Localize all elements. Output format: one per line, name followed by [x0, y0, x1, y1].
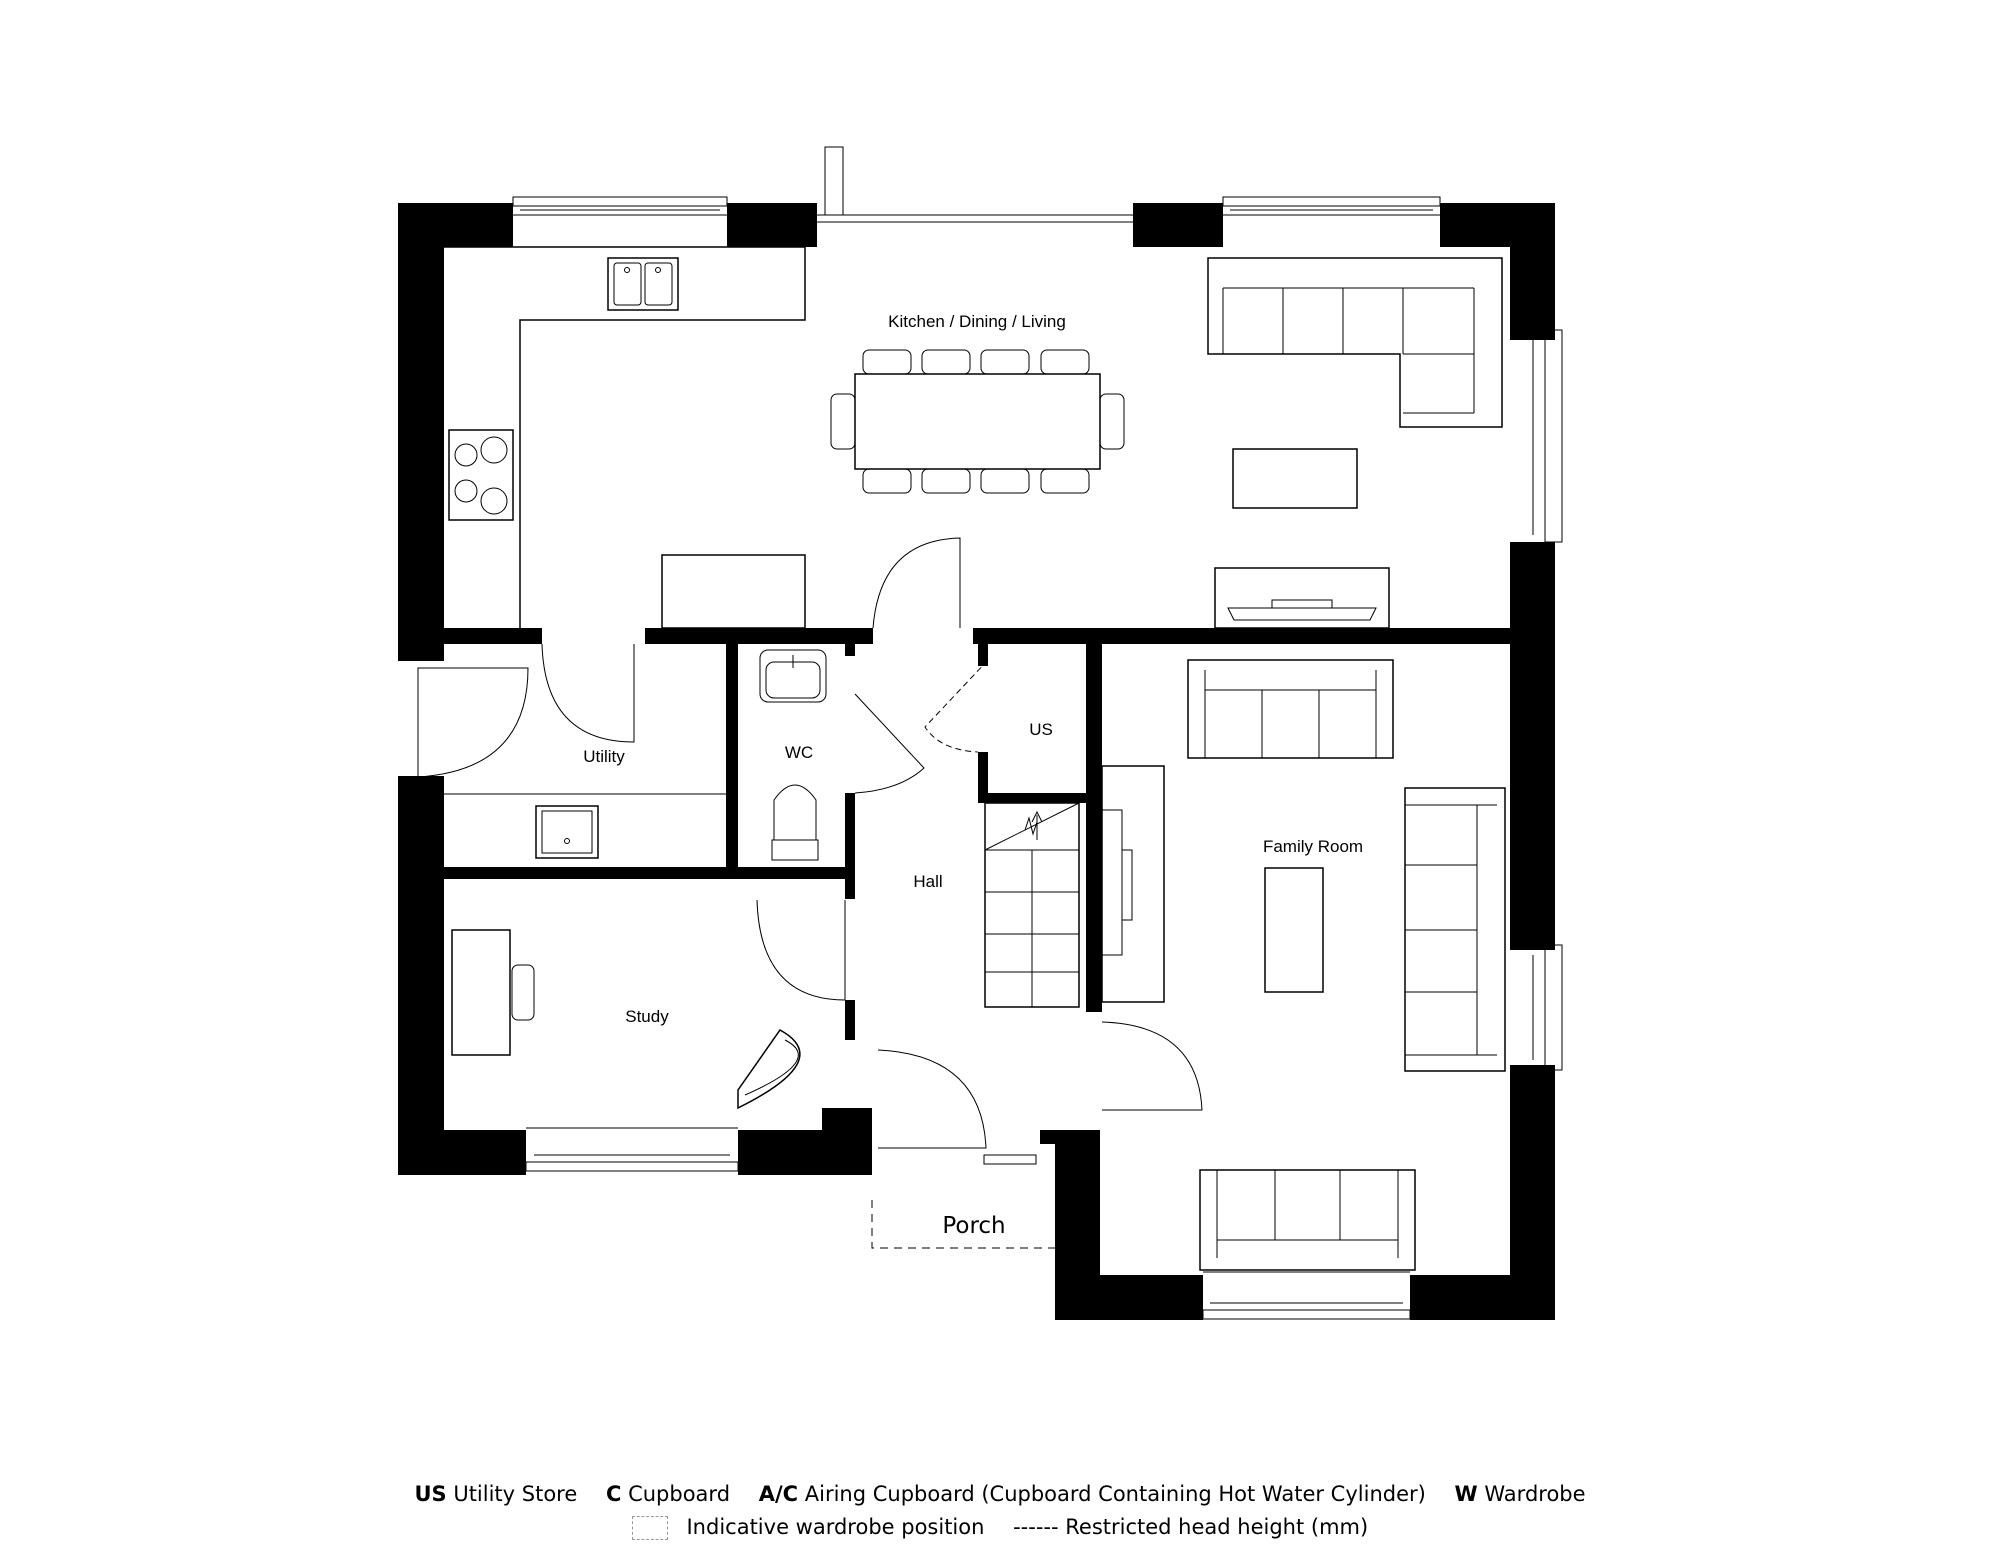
fireplace — [1101, 765, 1165, 1003]
hob-icon — [448, 429, 514, 521]
corner-sofa — [1207, 257, 1503, 428]
room-label-family: Family Room — [1263, 837, 1363, 856]
sofa-bottom — [1199, 1169, 1416, 1271]
window-porch — [983, 1154, 1037, 1165]
wall-family-left — [1086, 644, 1102, 1012]
room-label-us: US — [1029, 720, 1053, 739]
study-fittings — [451, 929, 801, 1110]
wall-bottom-family-right — [1410, 1275, 1555, 1320]
wall-us-bottom — [978, 793, 1086, 803]
door-us — [924, 659, 989, 753]
room-label-kitchen: Kitchen / Dining / Living — [888, 312, 1066, 331]
room-label-study: Study — [625, 1007, 669, 1026]
legend-head-height-note: ------ Restricted head height (mm) — [1013, 1515, 1369, 1539]
study-chair — [511, 964, 535, 1021]
kitchen-worktop — [444, 246, 806, 628]
bifold-doors-kitchen — [817, 146, 1133, 223]
wall-us-left-a — [978, 644, 988, 666]
wall-study-top-stub — [845, 877, 855, 899]
room-label-porch: Porch — [942, 1213, 1005, 1239]
utility-fittings — [444, 649, 1080, 1008]
wardrobe-dashed-box-icon — [631, 1516, 668, 1540]
door-kitchen-utility — [541, 643, 635, 743]
dining-table — [830, 349, 1125, 494]
armchair — [737, 1029, 801, 1110]
wall-wc-right-b — [845, 793, 855, 877]
legend-key-us: US — [414, 1482, 447, 1506]
wall-right-mid — [1510, 542, 1555, 950]
doors — [417, 537, 1203, 1249]
toilet-icon — [771, 784, 819, 861]
kitchen-fittings — [444, 246, 1503, 629]
wall-study-right-b — [822, 1108, 872, 1138]
legend-line-2: Indicative wardrobe position ------ Rest… — [0, 1515, 2000, 1540]
sink-icon — [607, 257, 679, 311]
legend-line-1: US Utility Store C Cupboard A/C Airing C… — [0, 1482, 2000, 1506]
window-study-bottom — [525, 1127, 739, 1172]
wall-right-upper — [1510, 203, 1555, 340]
legend-key-w: W — [1454, 1482, 1478, 1506]
wall-wc-left — [726, 644, 738, 877]
walls — [398, 203, 1555, 1320]
tv-unit — [1214, 567, 1390, 629]
window-family-right — [1532, 944, 1563, 1071]
wall-utility-bottom — [444, 867, 855, 879]
wall-left-lower — [398, 776, 444, 1175]
coffee-table-family — [1264, 867, 1324, 993]
wall-us-left-b — [978, 752, 988, 800]
door-kitchen-hall — [872, 537, 961, 629]
wall-top-left — [398, 203, 513, 247]
room-label-wc: WC — [785, 743, 813, 762]
door-family — [1101, 1021, 1203, 1111]
wall-bottom-study-left — [398, 1130, 526, 1175]
door-wc — [854, 693, 925, 794]
wall-wc-right-a — [845, 644, 855, 656]
wall-top-mid — [727, 203, 817, 247]
legend-text-ac: Airing Cupboard (Cupboard Containing Hot… — [804, 1482, 1426, 1506]
sofa-right — [1404, 787, 1506, 1072]
wall-kitchen-bottom-a — [444, 628, 542, 644]
wall-kitchen-bottom-c — [973, 628, 1510, 644]
kitchen-unit — [661, 554, 806, 629]
staircase — [984, 802, 1080, 1008]
wall-top-right — [1133, 203, 1223, 247]
legend-text-us: Utility Store — [453, 1482, 578, 1506]
room-labels: Kitchen / Dining / Living Utility WC US … — [583, 312, 1363, 1239]
legend-wardrobe-note: Indicative wardrobe position — [686, 1515, 985, 1539]
window-kitchen-top-right — [1222, 196, 1441, 216]
door-study — [756, 899, 846, 1001]
wc-basin-icon — [759, 649, 827, 703]
wall-family-porch-side — [1055, 1130, 1100, 1320]
door-utility-external — [417, 667, 529, 778]
coffee-table-kitchen — [1232, 448, 1358, 509]
door-front — [877, 1049, 987, 1149]
wall-kitchen-bottom-b — [645, 628, 873, 644]
window-kitchen-top-left — [512, 196, 728, 216]
utility-sink-icon — [535, 805, 599, 859]
legend-text-c: Cupboard — [628, 1482, 731, 1506]
window-family-bottom — [1202, 1271, 1411, 1320]
windows — [512, 146, 1563, 1320]
window-kitchen-right — [1532, 329, 1563, 543]
porch-outline — [871, 1200, 1058, 1249]
legend-key-c: C — [605, 1482, 622, 1506]
study-desk — [451, 929, 511, 1056]
room-label-hall: Hall — [913, 872, 942, 891]
wall-study-right-a — [845, 1000, 855, 1040]
legend-text-w: Wardrobe — [1484, 1482, 1586, 1506]
legend-key-ac: A/C — [758, 1482, 799, 1506]
family-fittings — [1101, 659, 1506, 1271]
sofa-top — [1187, 659, 1394, 759]
wall-porch-return — [1040, 1130, 1100, 1144]
room-label-utility: Utility — [583, 747, 625, 766]
wall-left-upper — [398, 203, 444, 661]
